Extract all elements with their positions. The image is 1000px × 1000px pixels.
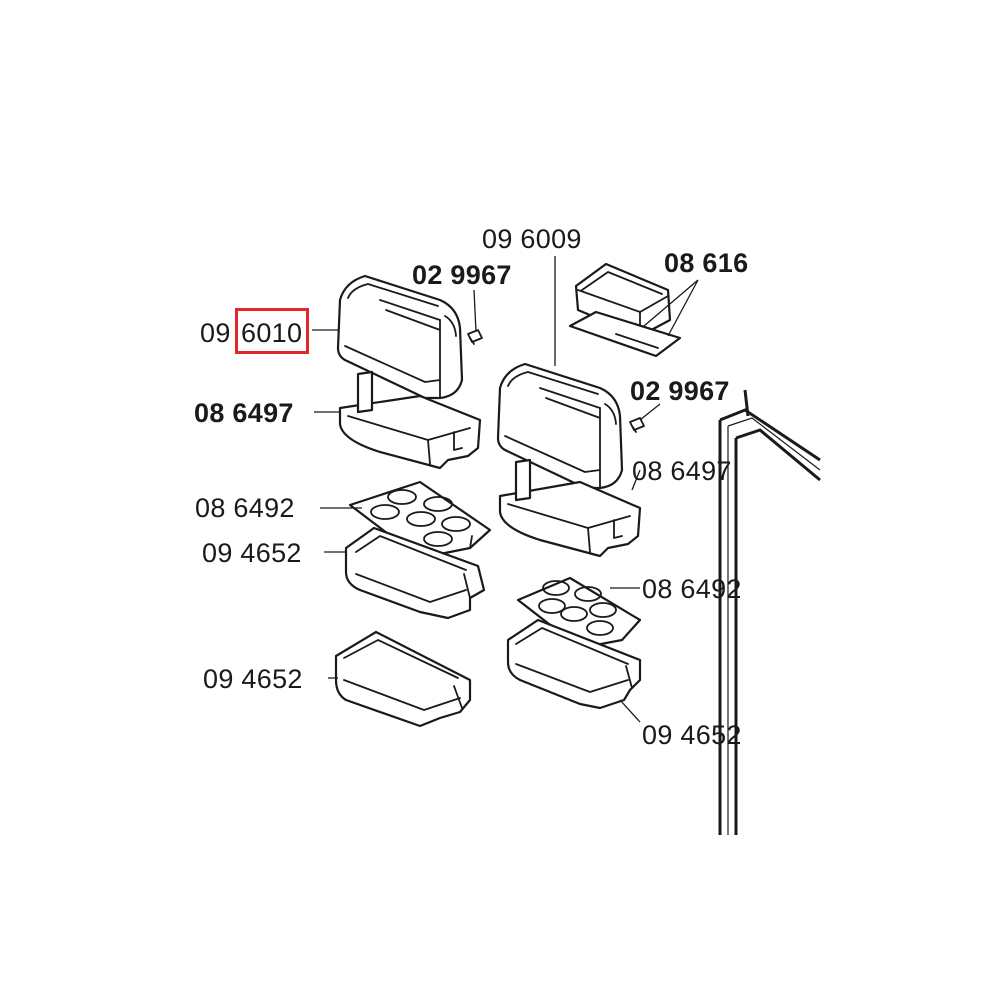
label-top-right-shelf: 09 6009 — [482, 224, 582, 254]
label-egg-tray-left: 08 6492 — [195, 493, 295, 523]
label-clip-right: 02 9967 — [630, 376, 730, 406]
highlight-box — [235, 308, 309, 354]
door-shelf-left — [336, 274, 464, 400]
clip-top — [467, 329, 483, 345]
clip-right — [629, 417, 645, 433]
label-clip-top: 02 9967 — [412, 260, 512, 290]
label-tray-right: 09 4652 — [642, 720, 742, 750]
label-cover-box: 08 616 — [664, 248, 749, 278]
shelf-bracket-right — [498, 458, 642, 558]
label-tray-left-lower: 09 4652 — [203, 664, 303, 694]
label-bracket-left: 08 6497 — [194, 398, 294, 428]
door-frame — [718, 389, 821, 835]
tray-left-upper — [344, 526, 486, 620]
tray-right — [506, 618, 642, 710]
label-tray-left-upper: 09 4652 — [202, 538, 302, 568]
label-top-left-shelf-prefix: 09 — [200, 318, 231, 348]
label-bracket-right: 08 6497 — [632, 456, 732, 486]
leader-lines — [312, 256, 699, 723]
shelf-bracket-left — [338, 370, 482, 470]
label-top-left-shelf-number: 6010 — [241, 318, 303, 348]
label-egg-tray-right: 08 6492 — [642, 574, 742, 604]
cover-box — [568, 262, 682, 358]
tray-left-lower — [334, 630, 472, 728]
door-shelf-right — [496, 362, 624, 490]
